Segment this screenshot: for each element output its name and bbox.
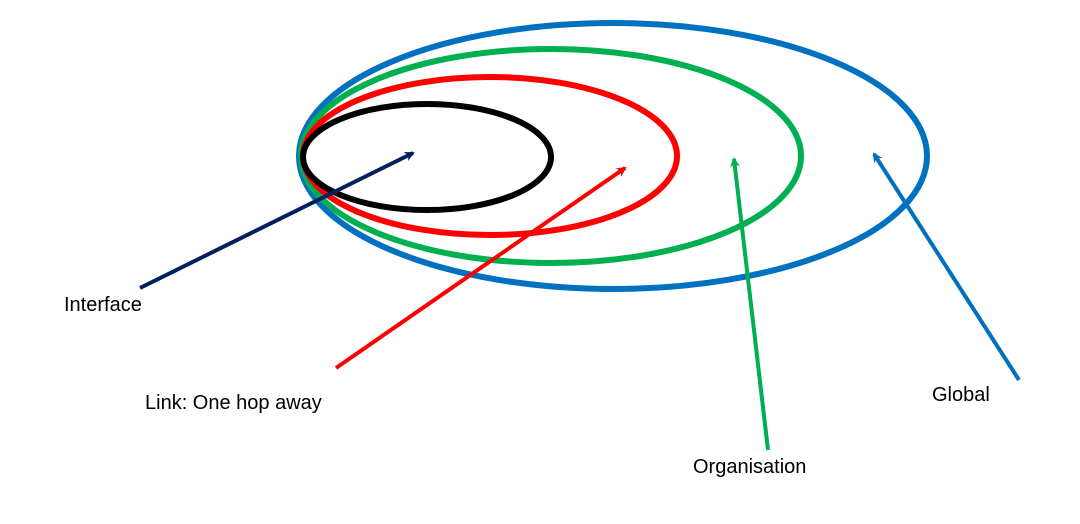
link-ellipse	[300, 74, 680, 238]
link-label: Link: One hop away	[145, 392, 322, 414]
link-arrow	[334, 166, 627, 370]
organisation-arrow	[729, 157, 770, 451]
organisation-label: Organisation	[693, 456, 807, 478]
interface-arrow	[139, 151, 415, 290]
interface-label: Interface	[64, 294, 142, 316]
global-arrow	[872, 152, 1021, 382]
global-label: Global	[932, 384, 990, 406]
interface-ellipse	[300, 101, 554, 213]
global-ellipse	[296, 20, 930, 292]
